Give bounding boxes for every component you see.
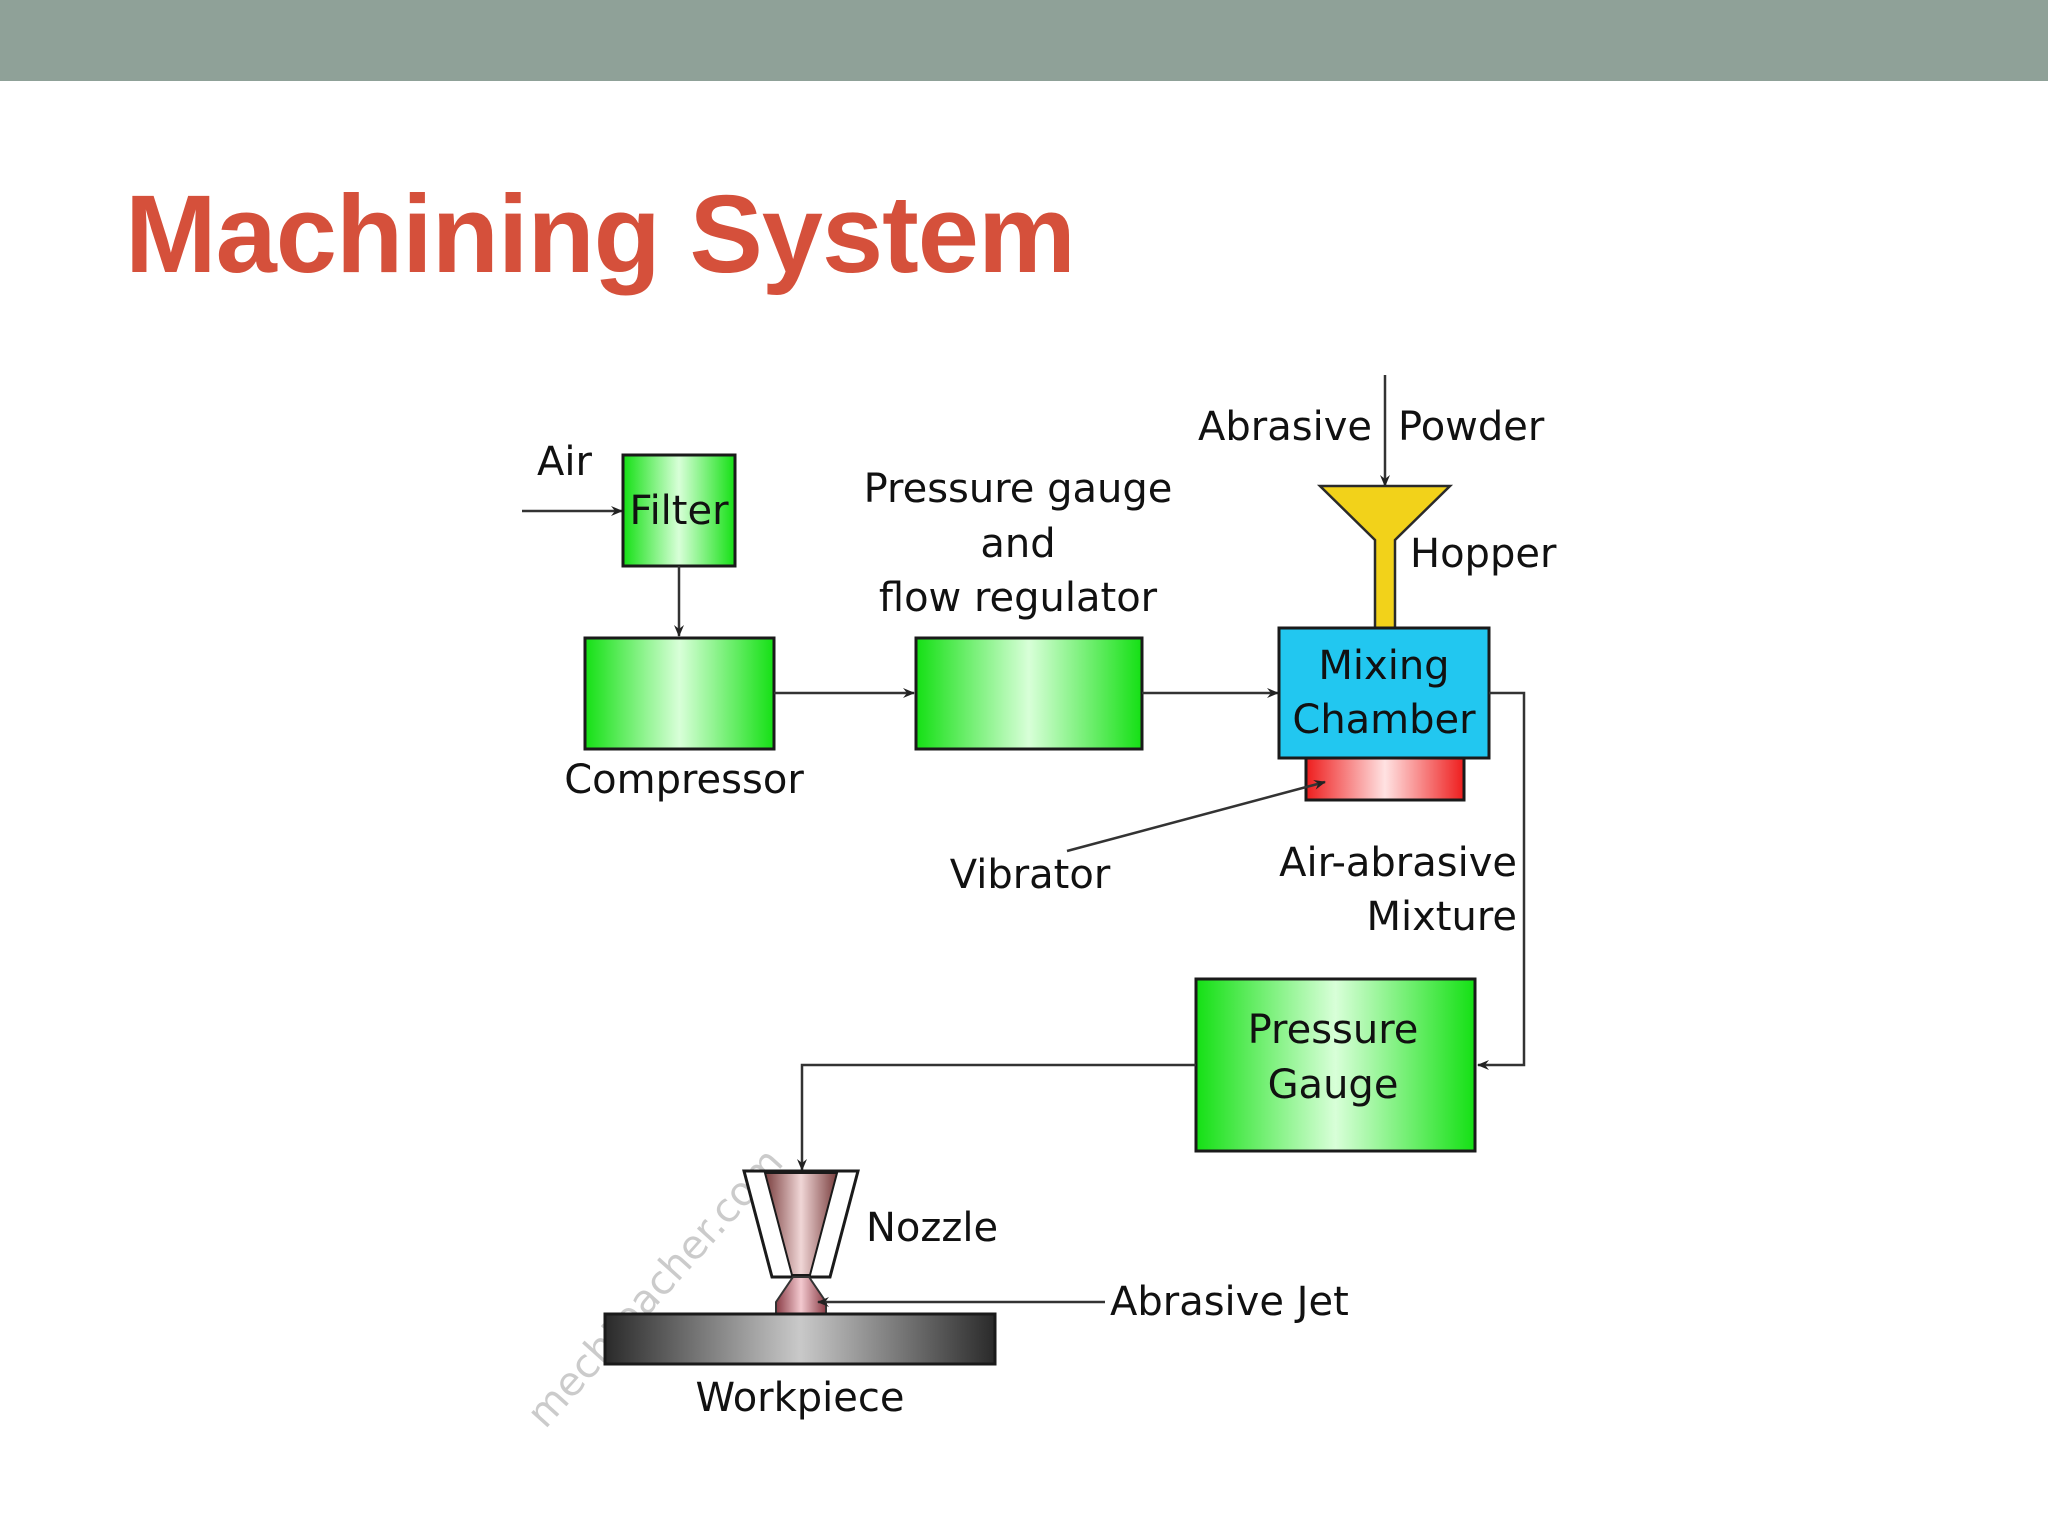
mixture-label-line1: Air-abrasive bbox=[1279, 840, 1517, 886]
compressor-box bbox=[583, 636, 776, 751]
compressor-label: Compressor bbox=[564, 757, 804, 803]
pressure-gauge-label-line1: Pressure bbox=[1248, 1007, 1419, 1053]
abrasive-powder-label-right: Powder bbox=[1398, 404, 1545, 450]
mixing-chamber-label-line2: Chamber bbox=[1292, 697, 1476, 743]
flow-regulator-box bbox=[914, 636, 1144, 751]
filter-label: Filter bbox=[629, 488, 729, 534]
nozzle-label: Nozzle bbox=[866, 1205, 998, 1251]
mixture-label-line2: Mixture bbox=[1366, 894, 1517, 940]
pressure-gauge-box bbox=[1194, 977, 1477, 1153]
slide-title: Machining System bbox=[125, 173, 1076, 296]
air-label: Air bbox=[537, 439, 592, 485]
pressure-gauge-label-line2: Gauge bbox=[1268, 1062, 1399, 1108]
mixture-to-gauge-arrow bbox=[1477, 691, 1526, 1070]
top-bar bbox=[0, 0, 2048, 81]
regulator-label-line1: Pressure gauge bbox=[864, 466, 1173, 512]
workpiece-label: Workpiece bbox=[695, 1375, 904, 1421]
regulator-label-line2: and bbox=[980, 521, 1055, 567]
hopper-label: Hopper bbox=[1410, 531, 1557, 577]
gauge-to-nozzle-arrow bbox=[797, 1063, 1196, 1171]
vibrator-pointer-arrow bbox=[1066, 780, 1326, 853]
workpiece bbox=[603, 1312, 997, 1366]
abrasive-jet-label: Abrasive Jet bbox=[1110, 1279, 1349, 1325]
nozzle-bore bbox=[763, 1172, 839, 1276]
vibrator-box bbox=[1304, 756, 1466, 802]
vibrator-label: Vibrator bbox=[950, 852, 1111, 898]
filter-box bbox=[621, 453, 737, 568]
regulator-label-line3: flow regulator bbox=[879, 575, 1158, 621]
abrasive-powder-label-left: Abrasive bbox=[1198, 404, 1372, 450]
mixing-chamber-label-line1: Mixing bbox=[1318, 643, 1449, 689]
